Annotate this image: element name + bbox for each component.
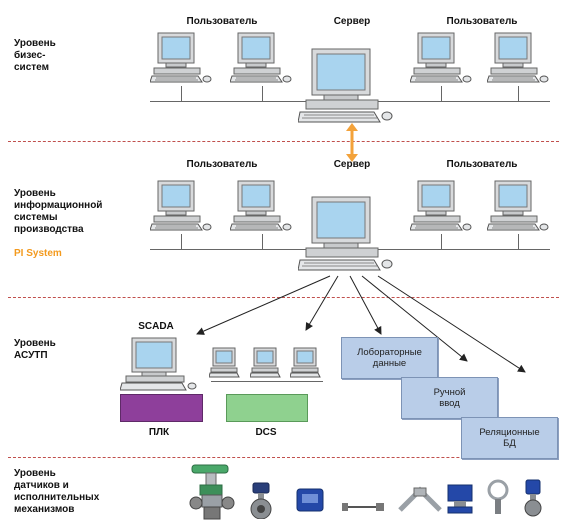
server-computer-icon [298,48,393,123]
server-label-2: Сервер [333,159,371,170]
lab-data-box: Лобораторные данные [341,337,438,379]
level-info-label: Уровень информационной системы производс… [14,176,102,260]
dcs-workstation-icon [250,347,281,378]
level-info-text: Уровень информационной системы производс… [14,188,103,235]
scada-label: SCADA [138,321,174,332]
flowmeter-icon [250,482,272,519]
separator-1 [8,141,559,142]
desktop-computer-icon [410,180,472,231]
server-label: Сервер [333,16,371,27]
dcs-network-line [211,381,323,382]
pi-system-label: PI System [14,248,62,259]
scada-computer-icon [120,337,197,391]
control-valve-icon [189,464,235,520]
user-label-left: Пользователь [186,16,258,27]
desktop-computer-icon [150,32,212,83]
desktop-computer-icon [487,180,549,231]
pressure-sensor-icon [447,484,473,514]
desktop-computer-icon [230,180,292,231]
dcs-label: DCS [255,427,277,438]
level-gauge-icon [398,486,442,512]
plc-controller [120,394,203,422]
user-label-right: Пользователь [446,16,518,27]
level-transmitter-icon [524,479,542,517]
separator-3 [8,457,559,458]
desktop-computer-icon [230,32,292,83]
transmitter-icon [296,488,324,512]
desktop-computer-icon [150,180,212,231]
dcs-controller [226,394,308,422]
desktop-computer-icon [410,32,472,83]
desktop-computer-icon [487,32,549,83]
level-sensors-label: Уровень датчиков и исполнительных механи… [14,468,100,515]
relational-db-box: Реляционные БД [461,417,558,459]
temperature-probe-icon [342,503,384,511]
level-business-label: Уровень бизес- систем [14,38,56,73]
level-asutp-label: Уровень АСУТП [14,338,56,361]
user-label-left-2: Пользователь [186,159,258,170]
dcs-workstation-icon [290,347,321,378]
user-label-right-2: Пользователь [446,159,518,170]
manual-input-box: Ручной ввод [401,377,498,419]
dcs-workstation-icon [209,347,240,378]
separator-2 [8,297,559,298]
ring-sensor-icon [487,479,509,514]
plc-label: ПЛК [148,427,170,438]
server-computer-icon [298,196,393,271]
